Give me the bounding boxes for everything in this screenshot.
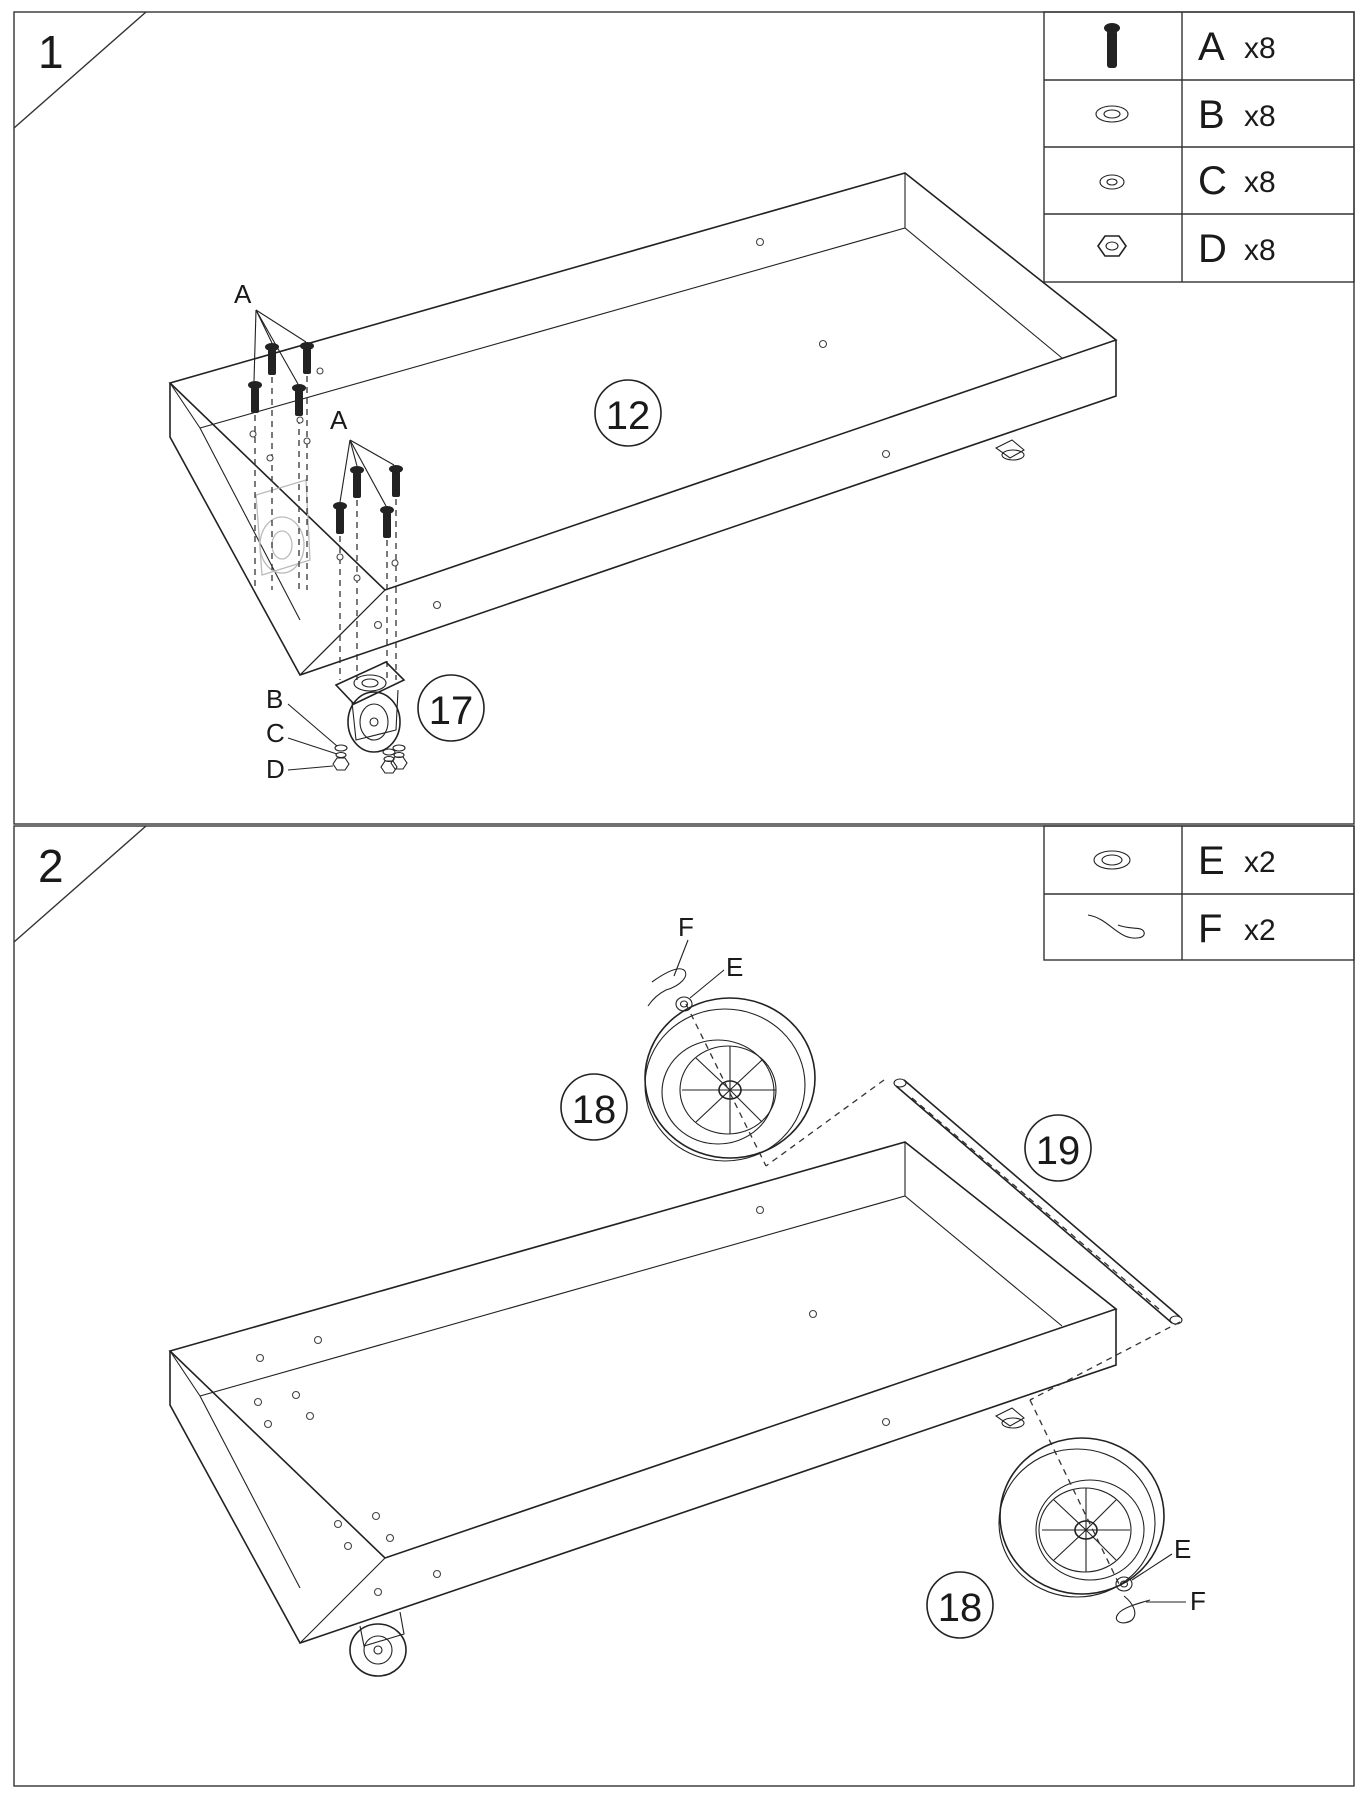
screw-icon <box>248 381 262 413</box>
part-number-12-badge: 12 <box>594 379 662 447</box>
screw-icon <box>380 506 394 538</box>
callout-f-bottom: F <box>1190 1586 1206 1616</box>
hardware-count-c: x8 <box>1244 166 1276 199</box>
hardware-count-e: x2 <box>1244 846 1276 879</box>
part-number-18-top: 18 <box>572 1088 617 1132</box>
part-number-17: 17 <box>429 689 474 733</box>
washer-large-icon <box>1095 105 1129 123</box>
hardware-letter-d: D <box>1198 227 1227 271</box>
step-1-hardware-table: A x8 B x8 C x8 D x8 <box>1043 11 1355 283</box>
step-2-number: 2 <box>38 840 64 892</box>
hardware-count-f: x2 <box>1244 914 1276 947</box>
callout-f-top: F <box>678 912 694 942</box>
part-number-18-bottom-badge: 18 <box>926 1571 994 1639</box>
part-number-17-badge: 17 <box>417 674 485 742</box>
cotter-pin-top <box>647 968 687 1007</box>
step-2-hardware-table: E x2 F x2 <box>1043 825 1355 961</box>
screw-icon <box>292 384 306 416</box>
screw-icon <box>333 502 347 534</box>
callout-a-group-2: A <box>330 405 348 435</box>
callout-c: C <box>266 718 285 748</box>
screw-icon <box>350 466 364 498</box>
callout-b: B <box>266 684 283 714</box>
hardware-stack-right <box>380 744 408 774</box>
hardware-count-d: x8 <box>1244 234 1276 267</box>
axle-part-19 <box>765 1078 1183 1401</box>
step-2-panel: 2 E x2 F x2 <box>13 825 1355 1787</box>
step-1-panel: 1 A x8 B x8 <box>13 11 1355 825</box>
step-1-number: 1 <box>38 26 64 78</box>
washer-large-icon <box>1093 850 1131 870</box>
callout-a-group-1: A <box>234 279 252 309</box>
part-number-12: 12 <box>606 394 651 438</box>
part-number-18-top-badge: 18 <box>560 1073 628 1141</box>
screw-group-2 <box>333 439 403 680</box>
tray-assembled <box>168 1141 1118 1644</box>
hardware-count-b: x8 <box>1244 100 1276 133</box>
screw-icon <box>1104 23 1120 68</box>
washer-small-icon <box>1099 174 1125 190</box>
caster-mounted <box>349 1611 407 1677</box>
hardware-letter-e: E <box>1198 839 1225 883</box>
hardware-letter-a: A <box>1198 25 1225 69</box>
callout-e-top: E <box>726 952 743 982</box>
hardware-letter-f: F <box>1198 907 1222 951</box>
washer-bottom <box>1115 1576 1133 1592</box>
callout-e-bottom: E <box>1174 1534 1191 1564</box>
wheel-part-18-bottom <box>998 1399 1165 1598</box>
part-number-19: 19 <box>1036 1129 1081 1173</box>
hex-nut-icon <box>1097 235 1127 257</box>
cotter-pin-icon <box>1087 914 1145 939</box>
screw-icon <box>389 465 403 497</box>
screw-group-1 <box>248 309 324 590</box>
hardware-count-a: x8 <box>1244 32 1276 65</box>
tray-part-12 <box>168 172 1118 676</box>
part-number-19-badge: 19 <box>1024 1114 1092 1182</box>
hardware-letter-b: B <box>1198 93 1225 137</box>
hardware-letter-c: C <box>1198 159 1227 203</box>
wheel-part-18-top <box>644 997 816 1167</box>
hardware-stack-left <box>332 744 350 771</box>
caster-part-17 <box>334 661 406 753</box>
screw-icon <box>300 342 314 374</box>
part-number-18-bottom: 18 <box>938 1586 983 1630</box>
washer-top <box>675 996 693 1012</box>
callout-d: D <box>266 754 285 784</box>
cotter-pin-bottom <box>1115 1595 1151 1624</box>
caster-ghost-outline <box>255 479 311 576</box>
